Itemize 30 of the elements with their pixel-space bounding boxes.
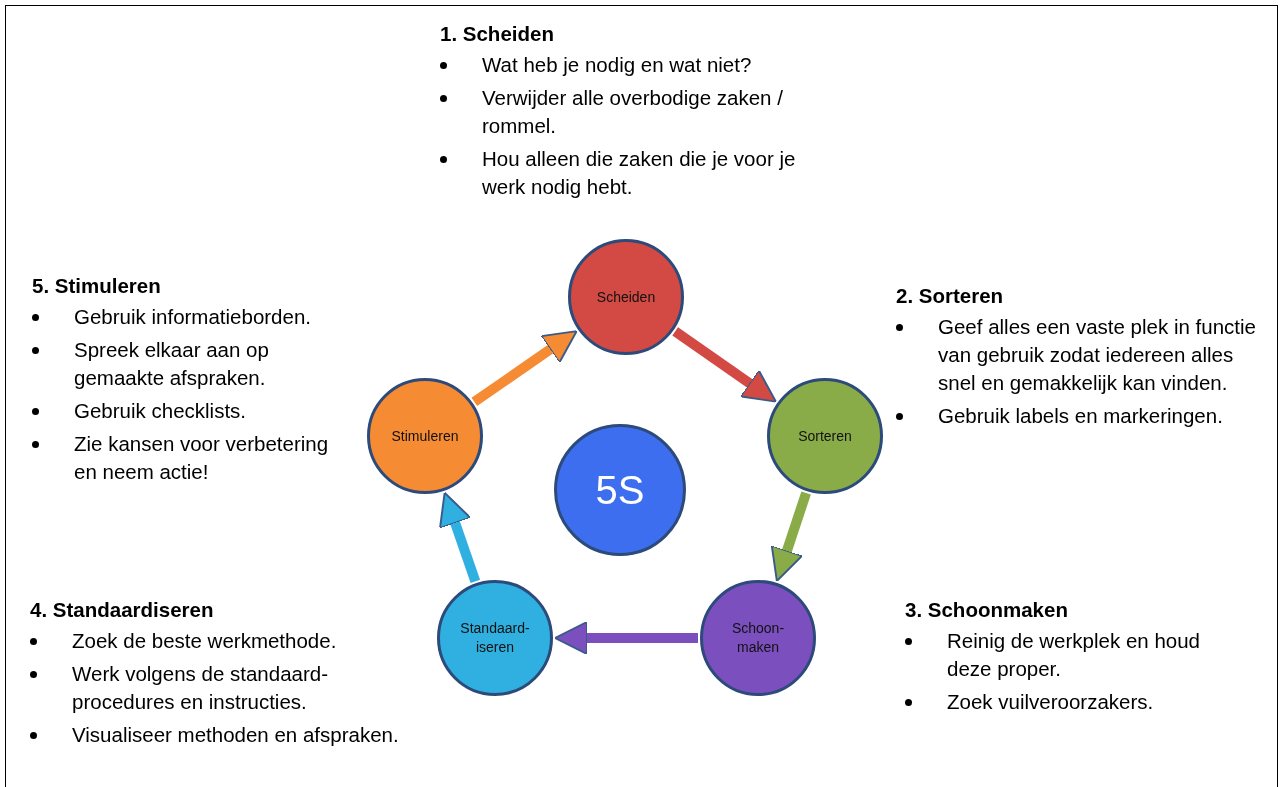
arrow bbox=[672, 327, 777, 403]
circle-label: Scheiden bbox=[595, 287, 657, 307]
bullet-item: Zie kansen voor verbetering en neem actie! bbox=[24, 430, 354, 486]
step-heading: 1. Scheiden bbox=[440, 21, 555, 47]
bullet-item: Spreek elkaar aan op gemaakte afspraken. bbox=[24, 336, 354, 392]
arrow bbox=[554, 621, 698, 655]
bullet-item: Reinig de werkplek en houd deze proper. bbox=[897, 627, 1247, 683]
bullet-item: Zoek vuilveroorzakers. bbox=[897, 688, 1247, 716]
bullet-item: Hou alleen die zaken die je voor je werk nodig hebt. bbox=[432, 145, 822, 201]
step-heading: 4. Standaardiseren bbox=[30, 597, 215, 623]
circle-label: Stimuleren bbox=[390, 426, 460, 446]
arrow bbox=[471, 330, 578, 406]
circle-label: 5S bbox=[594, 468, 646, 512]
circle-label: Standaard- iseren bbox=[459, 619, 531, 657]
step-heading: 3. Schoonmaken bbox=[905, 597, 1069, 623]
bullet-item: Verwijder alle overbodige zaken / rommel. bbox=[432, 84, 822, 140]
step-heading: 2. Sorteren bbox=[896, 283, 1005, 309]
bullet-item: Wat heb je nodig en wat niet? bbox=[432, 51, 822, 79]
bullet-item: Visualiseer methoden en afspraken. bbox=[22, 721, 432, 749]
bullet-item: Gebruik labels en markeringen. bbox=[888, 402, 1258, 430]
step-heading: 5. Stimuleren bbox=[32, 273, 162, 299]
bullet-item: Zoek de beste werkmethode. bbox=[22, 627, 432, 655]
arrow bbox=[439, 491, 481, 583]
bullet-item: Gebruik informatieborden. bbox=[24, 303, 354, 331]
circle-label: Schoon- maken bbox=[730, 619, 786, 657]
arrow bbox=[770, 491, 811, 582]
bullet-item: Geef alles een vaste plek in functie van gebruik zodat iedereen alles snel en gemakkelijk kan vinden. bbox=[888, 313, 1258, 397]
circle-label: Sorteren bbox=[797, 426, 853, 446]
bullet-item: Gebruik checklists. bbox=[24, 397, 354, 425]
bullet-item: Werk volgens de standaard- procedures en instructies. bbox=[22, 660, 432, 716]
